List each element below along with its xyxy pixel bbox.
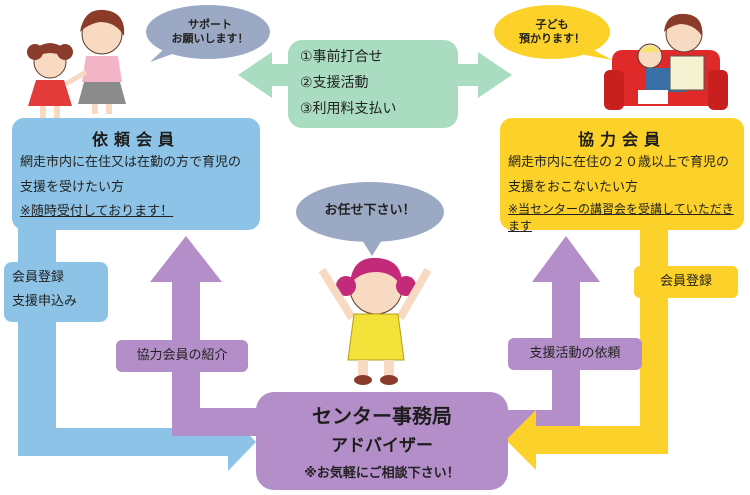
- cooperating-member-description: 網走市内に在住の２０歳以上で育児の支援をおこないたい方: [508, 155, 730, 195]
- requesting-member-box: 依頼会員 網走市内に在住又は在勤の方で育児の支援を受けたい方 ※随時受付しており…: [12, 118, 260, 230]
- left-speech-bubble: [146, 5, 270, 62]
- exchange-steps: ①事前打合せ ②支援活動 ③利用料支払い: [300, 44, 450, 122]
- right-speech-bubble: [494, 5, 612, 60]
- mother-child-illustration: [27, 9, 126, 120]
- sofa-reading-illustration: [604, 13, 728, 110]
- left-bubble-line-1: サポート: [188, 18, 232, 31]
- right-request-label: 支援活動の依頼: [508, 338, 642, 370]
- center-speech-bubble: [296, 182, 444, 256]
- left-intro-label: 協力会員の紹介: [116, 340, 248, 372]
- left-bubble-text: サポート お願いします！: [160, 18, 260, 46]
- requesting-member-note-text: ※随時受付しております！: [20, 204, 174, 219]
- left-register-line-1: 会員登録: [12, 270, 65, 285]
- left-intro-arrow: [150, 236, 258, 436]
- step-3: ③利用料支払い: [300, 101, 397, 117]
- right-register-arrow: [506, 228, 668, 470]
- right-bubble-line-2: 預かります！: [519, 32, 585, 45]
- right-bubble-line-1: 子ども: [535, 18, 569, 31]
- cooperating-member-note-text: ※当センターの講習会を受講していただきます: [508, 202, 734, 233]
- advisor-girl-illustration: [318, 257, 432, 385]
- right-register-label: 会員登録: [634, 266, 738, 298]
- cooperating-member-note: ※当センターの講習会を受講していただきます: [500, 200, 744, 234]
- center-office-subtitle: アドバイザー: [331, 436, 433, 456]
- cooperating-member-title: 協力会員: [577, 130, 666, 149]
- left-register-label: 会員登録 支援申込み: [4, 262, 108, 322]
- left-bubble-line-2: お願いします！: [171, 32, 249, 45]
- center-office-title: センター事務局: [312, 404, 452, 428]
- left-register-arrow: [18, 228, 256, 471]
- requesting-member-description: 網走市内に在住又は在勤の方で育児の支援を受けたい方: [20, 155, 242, 195]
- exchange-steps-box: [288, 40, 458, 128]
- right-request-arrow: [508, 236, 600, 438]
- left-register-line-2: 支援申込み: [12, 294, 78, 309]
- step-1: ①事前打合せ: [300, 49, 383, 65]
- step-2: ②支援活動: [300, 75, 369, 91]
- cooperating-member-box: 協力会員 網走市内に在住の２０歳以上で育児の支援をおこないたい方 ※当センターの…: [500, 118, 744, 233]
- right-bubble-text: 子ども 預かります！: [504, 18, 600, 46]
- center-office-box: センター事務局 アドバイザー ※お気軽にご相談下さい！: [256, 392, 508, 490]
- requesting-member-title: 依頼会員: [91, 130, 180, 149]
- center-office-note: ※お気軽にご相談下さい！: [304, 466, 460, 481]
- center-bubble-text: お任せ下さい！: [324, 203, 416, 218]
- requesting-member-note: ※随時受付しております！: [12, 200, 260, 219]
